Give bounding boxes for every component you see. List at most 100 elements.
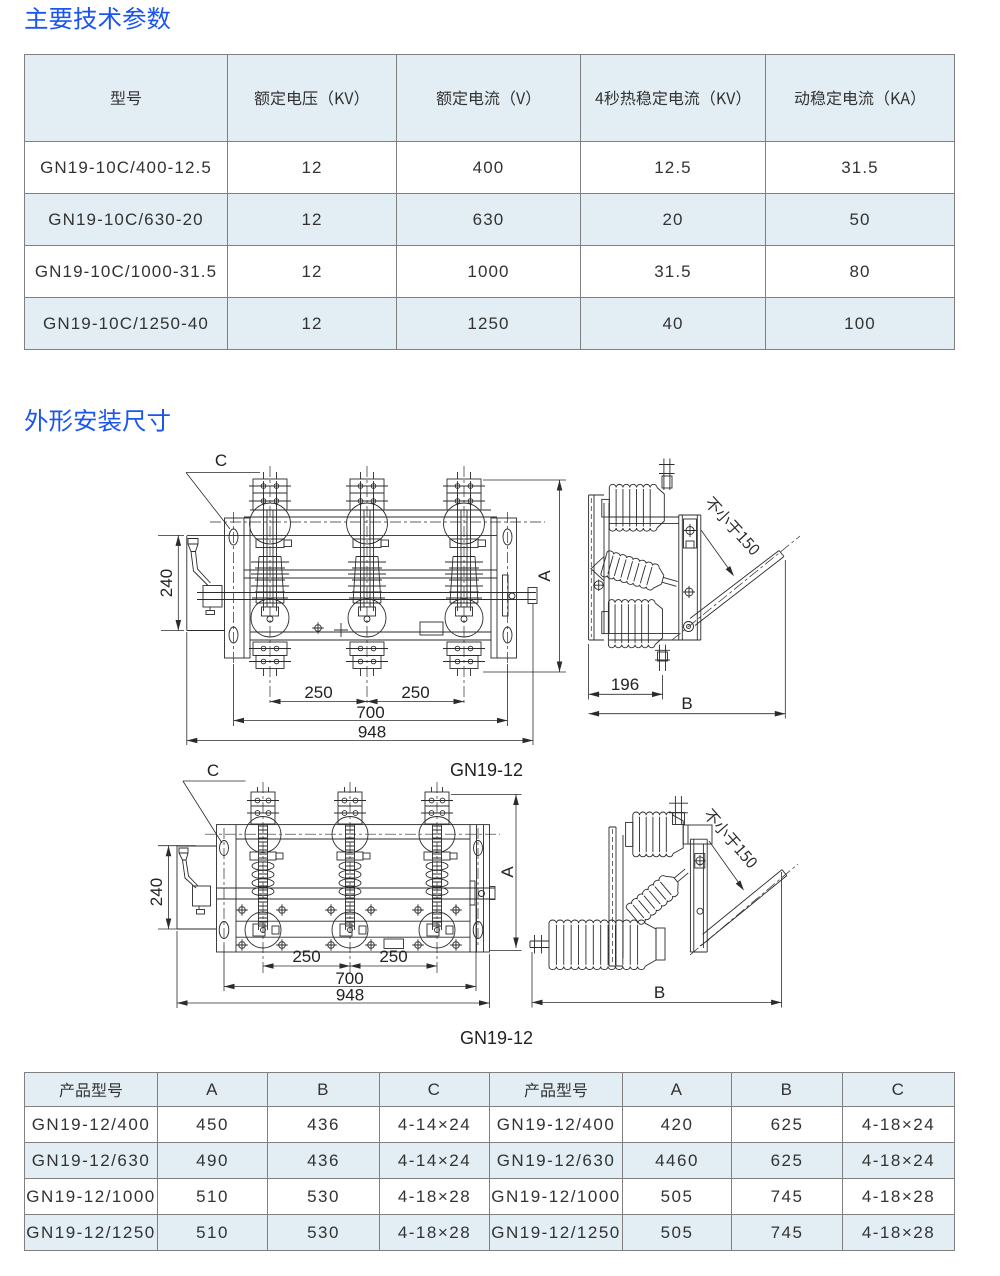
size-table-cell: 4-14×24	[379, 1106, 490, 1143]
note-min150-1	[703, 495, 762, 557]
size-table-header-5: A	[622, 1072, 732, 1107]
dimensions-table: 产品型号ABC产品型号ABCGN19-12/4004504364-14×24GN…	[24, 1072, 955, 1251]
section-title-parameters: 主要技术参数	[24, 6, 171, 31]
drawing1-caption: GN19-12	[450, 760, 523, 780]
dim-948-label: 948	[358, 723, 386, 742]
tech-table-cell: 40	[580, 297, 766, 350]
size-table-cell: 4-18×24	[842, 1142, 955, 1179]
dim-240-label: 240	[157, 569, 176, 597]
tech-table-cell: 80	[765, 245, 955, 298]
dim-700-label: 700	[356, 703, 384, 722]
size-table-header-7: C	[842, 1072, 955, 1107]
drawing2-caption: GN19-12	[460, 1028, 533, 1048]
dim-250-left-label-2: 250	[292, 947, 320, 966]
tech-table-cell: 100	[765, 297, 955, 350]
tech-header-text-4: 动稳定电流（KA）	[794, 90, 926, 106]
size-table-cell: GN19-12/1000	[489, 1178, 623, 1215]
tech-table-cell: 1000	[396, 245, 581, 298]
size-table-cell: GN19-12/1000	[24, 1178, 158, 1215]
size-table-cell: 530	[267, 1214, 380, 1251]
size-table-cell: GN19-12/400	[489, 1106, 623, 1143]
tech-table-cell: 12.5	[580, 141, 766, 194]
tech-table-header-3: 4秒热稳定电流（KV）	[580, 54, 766, 142]
dim-700-label-2: 700	[335, 969, 363, 988]
size-table-cell: 4460	[622, 1142, 732, 1179]
dim-196-label: 196	[611, 675, 639, 694]
drawing2-side-view: B	[529, 796, 799, 1008]
title-main-text: 主要技术参数	[24, 6, 171, 31]
size-table-cell: 436	[267, 1106, 380, 1143]
size-table-cell: 505	[622, 1178, 732, 1215]
dim-250-right-label-2: 250	[379, 947, 407, 966]
size-table-cell: 510	[157, 1178, 268, 1215]
size-table-cell: 625	[731, 1106, 843, 1143]
note-min150-text-1: 不小于150	[0, 0, 1, 1]
tech-header-text-2: 额定电流（V）	[436, 90, 541, 106]
size-table-cell: 4-18×28	[379, 1214, 490, 1251]
dim-c-label-2: C	[207, 761, 219, 780]
size-table-cell: 505	[622, 1214, 732, 1251]
tech-table-cell: 12	[227, 297, 397, 350]
tech-table-header-row: 型号 额定电压（KV） 额定电流（V） 4秒热稳定电流（KV） 动稳定电流（KA）	[24, 54, 955, 142]
size-table-cell: 530	[267, 1178, 380, 1215]
size-table-header-3: C	[379, 1072, 490, 1107]
dim-a-label-2: A	[498, 866, 517, 878]
tech-header-text-1: 额定电压（KV）	[254, 90, 370, 106]
tech-header-text-0: 型号	[110, 90, 142, 106]
tech-table-cell: GN19-10C/630-20	[24, 193, 228, 246]
tech-table-cell: GN19-10C/1250-40	[24, 297, 228, 350]
size-table-cell: 4-18×28	[379, 1178, 490, 1215]
tech-table-cell: 12	[227, 193, 397, 246]
tech-header-text-3: 4秒热稳定电流（KV）	[595, 90, 751, 106]
dim-c-label: C	[215, 451, 227, 470]
tech-table-cell: 400	[396, 141, 581, 194]
dim-240-label-2: 240	[147, 878, 166, 906]
note-min150-2	[702, 807, 760, 870]
tech-table-cell: 12	[227, 245, 397, 298]
tech-table-cell: 630	[396, 193, 581, 246]
size-table-header-4: 产品型号	[489, 1072, 623, 1107]
tech-table-cell: GN19-10C/400-12.5	[24, 141, 228, 194]
tech-table-header-2: 额定电流（V）	[396, 54, 581, 142]
tech-table-cell: 12	[227, 141, 397, 194]
size-table-header-0: 产品型号	[24, 1072, 158, 1107]
size-table-cell: 4-14×24	[379, 1142, 490, 1179]
size-table-header-1: A	[157, 1072, 268, 1107]
size-table-cell: 436	[267, 1142, 380, 1179]
size-header-text-0: 产品型号	[59, 1082, 123, 1098]
size-table-cell: GN19-12/630	[24, 1142, 158, 1179]
size-table-cell: 4-18×24	[842, 1106, 955, 1143]
size-table-cell: 625	[731, 1142, 843, 1179]
dim-b-label-2: B	[654, 983, 665, 1002]
tech-parameters-table: 型号 额定电压（KV） 额定电流（V） 4秒热稳定电流（KV） 动稳定电流（KA） GN1…	[24, 54, 955, 350]
size-table-header-6: B	[731, 1072, 843, 1107]
dim-250-left-label: 250	[304, 683, 332, 702]
tech-table-header-0: 型号	[24, 54, 228, 142]
tech-table-cell: 50	[765, 193, 955, 246]
size-table-cell: 4-18×28	[842, 1178, 955, 1215]
size-table-cell: GN19-12/1250	[489, 1214, 623, 1251]
dim-948-label-2: 948	[336, 986, 364, 1005]
size-table-cell: GN19-12/1250	[24, 1214, 158, 1251]
tech-table-cell: 31.5	[580, 245, 766, 298]
size-table-cell: 420	[622, 1106, 732, 1143]
tech-table-header-4: 动稳定电流（KA）	[765, 54, 955, 142]
size-table-cell: 510	[157, 1214, 268, 1251]
size-table-cell: 745	[731, 1178, 843, 1215]
size-table-cell: 490	[157, 1142, 268, 1179]
note-min150-text-2: 不小于150	[0, 0, 1, 1]
size-header-text-4: 产品型号	[524, 1082, 588, 1098]
tech-table-cell: 1250	[396, 297, 581, 350]
